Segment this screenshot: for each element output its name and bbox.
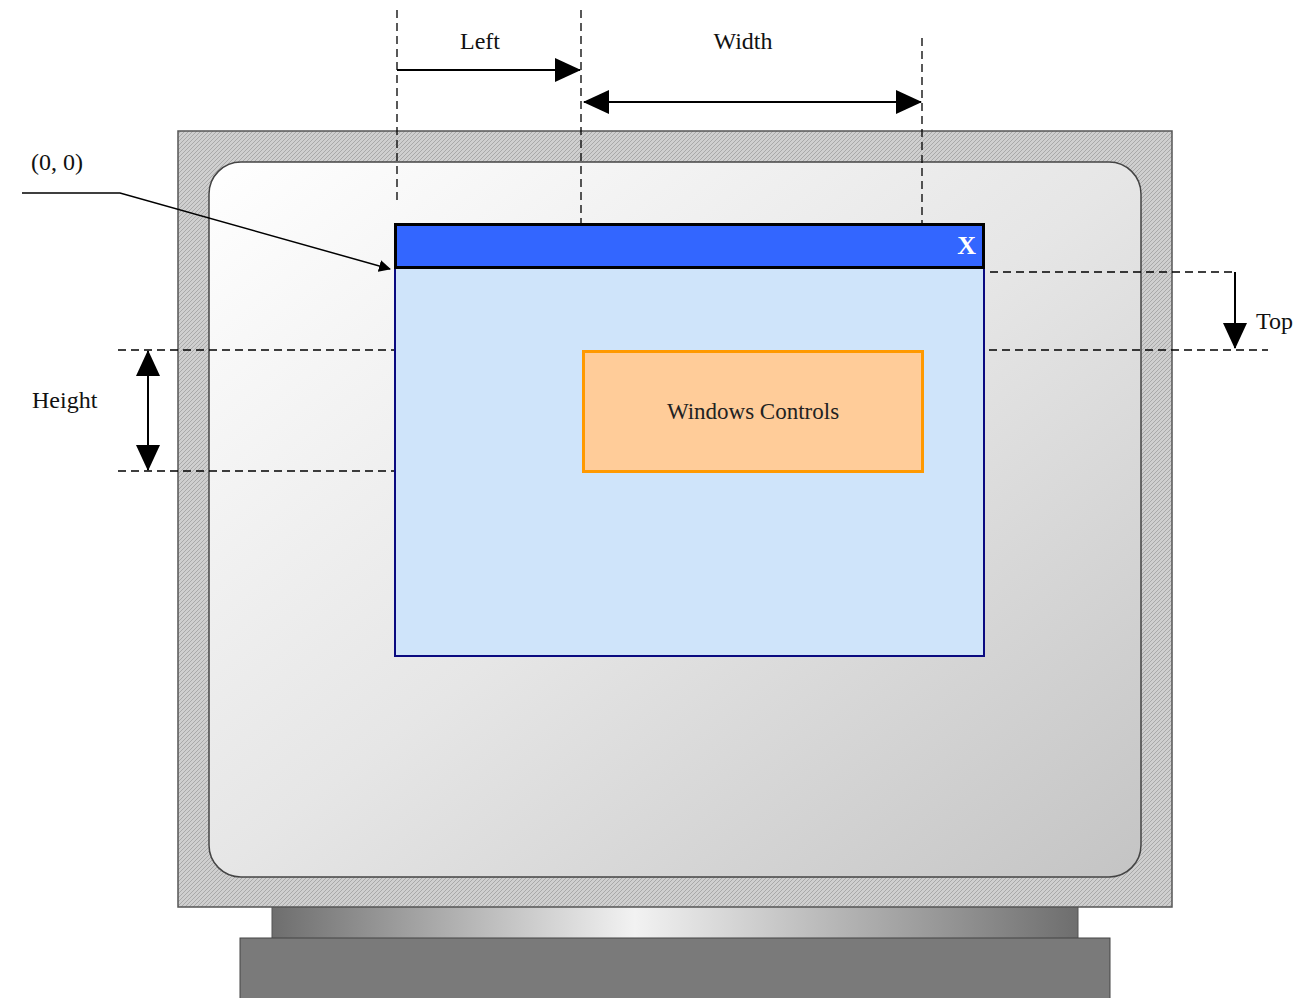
dimension-label: Height (32, 387, 97, 413)
dimension-label: Width (713, 28, 772, 54)
dimension-label: Left (460, 28, 500, 54)
title-bar: X (394, 223, 985, 269)
origin-label: (0, 0) (31, 149, 83, 175)
dimension-label: Top (1256, 308, 1293, 334)
control-box: Windows Controls (582, 350, 924, 473)
close-button: X (957, 233, 976, 259)
control-label: Windows Controls (667, 398, 839, 426)
application-window: X Windows Controls (394, 223, 985, 657)
